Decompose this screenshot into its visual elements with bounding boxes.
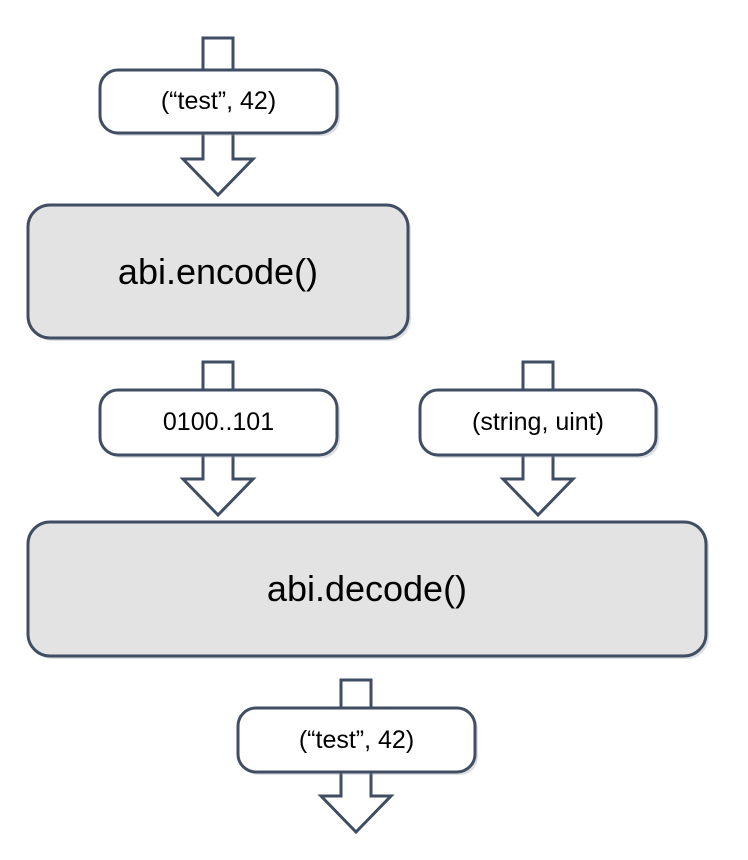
arrow-output-down [317,772,395,835]
stub-into-encoded [201,360,235,390]
node-output-tuple [236,706,477,774]
arrow-encoded-to-decode [179,455,257,518]
node-encoded-bytes [98,388,339,457]
arrow-types-to-decode [499,455,577,518]
stub-into-types [521,360,555,390]
node-type-tuple [418,388,658,457]
stub-into-input [201,36,235,70]
arrow-input-to-encode [179,133,257,198]
node-input-tuple [98,68,339,135]
node-abi-decode [26,520,708,658]
stub-into-output [339,678,373,708]
node-abi-encode [26,203,410,340]
